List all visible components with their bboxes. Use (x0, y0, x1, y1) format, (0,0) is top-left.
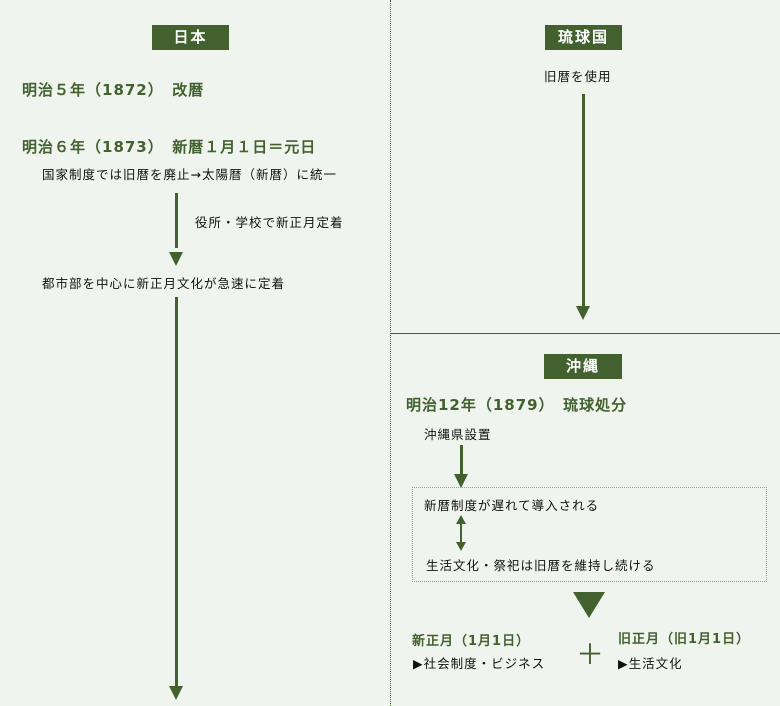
dotted-box (412, 487, 767, 582)
new-year-desc: ▶社会制度・ビジネス (413, 656, 546, 671)
offices-text: 役所・学校で新正月定着 (195, 215, 344, 230)
vertical-divider (390, 0, 391, 706)
unify-text: 国家制度では旧暦を廃止→太陽暦（新暦）に統一 (42, 167, 337, 182)
late-text: 新暦制度が遅れて導入される (424, 498, 600, 513)
meiji5-heading: 明治５年（1872） 改暦 (22, 81, 205, 99)
double-arrow-line (460, 522, 462, 544)
horizontal-divider (390, 333, 780, 334)
double-arrow-down (456, 542, 466, 551)
arrow-head (169, 686, 183, 700)
arrow-line (460, 445, 463, 477)
urban-text: 都市部を中心に新正月文化が急速に定着 (42, 276, 286, 291)
japan-label: 日本 (152, 25, 229, 50)
down-triangle-icon (573, 592, 605, 618)
arrow-line (582, 94, 585, 306)
arrow-head (576, 306, 590, 320)
meiji12-heading: 明治12年（1879） 琉球処分 (406, 396, 628, 414)
double-arrow-up (456, 515, 466, 524)
ryukyu-label: 琉球国 (545, 25, 622, 50)
meiji6-heading: 明治６年（1873） 新暦１月１日＝元日 (22, 138, 317, 156)
old-year-title: 旧正月（旧1月1日） (618, 632, 751, 647)
arrow-line (175, 297, 178, 687)
new-year-title: 新正月（1月1日） (412, 634, 531, 649)
plus-icon: ＋ (576, 638, 605, 671)
old-year-desc: ▶生活文化 (618, 656, 683, 671)
keep-text: 生活文化・祭祀は旧暦を維持し続ける (426, 558, 656, 573)
prefecture-text: 沖縄県設置 (424, 427, 492, 442)
arrow-head (169, 252, 183, 266)
arrow-line (175, 193, 178, 248)
arrow-head (454, 474, 468, 488)
old-calendar-text: 旧暦を使用 (544, 69, 612, 84)
okinawa-label: 沖縄 (544, 354, 622, 379)
